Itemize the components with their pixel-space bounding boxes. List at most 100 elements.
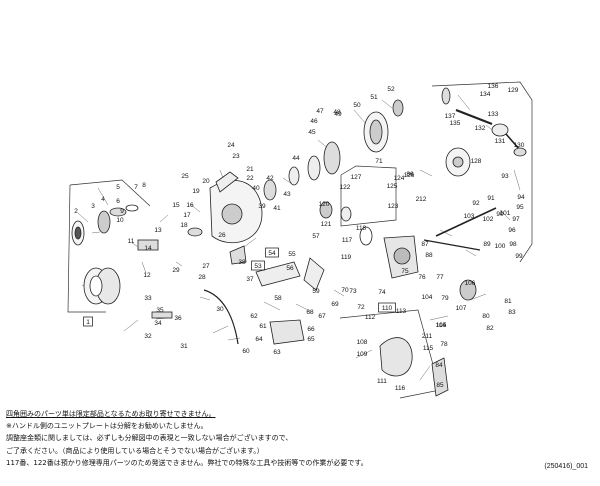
part-label: 49 (334, 111, 342, 118)
part-label: 57 (312, 233, 320, 240)
part-label: 10 (116, 217, 124, 224)
part-label: 212 (416, 196, 427, 203)
part-label: 84 (435, 362, 443, 369)
part-label: 64 (255, 336, 263, 343)
part-label: 136 (488, 83, 499, 90)
part-label: 135 (450, 120, 461, 127)
part-label: 48 (333, 109, 341, 116)
part-label: 63 (273, 349, 281, 356)
part-label: 104 (422, 294, 433, 301)
part-label: 131 (495, 138, 506, 145)
part-label: 76 (418, 274, 426, 281)
part-label: 119 (341, 254, 352, 261)
part-label: 3 (91, 203, 95, 210)
part-label: 80 (482, 313, 490, 320)
part-label: 97 (512, 216, 520, 223)
part-label: 69 (331, 301, 339, 308)
part-label: 100 (495, 243, 506, 250)
part-label: 51 (370, 94, 378, 101)
part-label: 112 (365, 314, 376, 321)
part-label: 95 (516, 204, 524, 211)
part-label: 73 (349, 288, 357, 295)
part-label: 124 (394, 175, 405, 182)
handle-part (441, 87, 527, 157)
part-label: 19 (192, 188, 200, 195)
part-label: 108 (357, 339, 368, 346)
part-label: 39 (258, 203, 266, 210)
part-label: 86 (406, 171, 414, 178)
part-label: 121 (321, 221, 332, 228)
part-label: 89 (483, 241, 491, 248)
part-label-box (265, 247, 279, 258)
boxed-part-label: 1 (86, 319, 90, 326)
part-label: 43 (283, 191, 291, 198)
part-label: 24 (227, 142, 235, 149)
bail-part (151, 257, 325, 345)
part-label: 13 (154, 227, 162, 234)
part-label: 122 (340, 184, 351, 191)
part-label: 98 (509, 241, 517, 248)
part-label-box (378, 302, 396, 313)
part-label: 15 (172, 202, 180, 209)
part-label: 46 (310, 118, 318, 125)
part-label: 42 (266, 175, 274, 182)
part-label: 85 (436, 382, 444, 389)
part-label: 91 (487, 195, 495, 202)
part-label: 5 (116, 184, 120, 191)
part-label-box (251, 260, 265, 271)
part-label: 93 (501, 173, 509, 180)
part-label-box (83, 316, 93, 327)
part-label: 14 (144, 245, 152, 252)
part-label: 92 (472, 200, 480, 207)
part-label: 82 (486, 325, 494, 332)
part-label: 21 (246, 166, 254, 173)
part-label: 17 (183, 212, 191, 219)
part-label: 105 (436, 322, 447, 329)
part-label: 99 (515, 253, 523, 260)
part-label: 28 (198, 274, 206, 281)
part-label: 29 (172, 267, 180, 274)
part-label: 137 (445, 113, 456, 120)
part-label: 102 (483, 216, 494, 223)
part-label: 26 (218, 232, 226, 239)
part-label: 59 (312, 288, 320, 295)
part-label: 16 (186, 202, 194, 209)
part-label: 38 (238, 259, 246, 266)
handle-assembly-frame (431, 81, 533, 263)
part-label: 90 (496, 211, 504, 218)
part-label: 61 (259, 323, 267, 330)
part-label: 9 (120, 208, 124, 215)
part-label: 41 (273, 205, 281, 212)
part-label: 83 (508, 309, 516, 316)
part-label: 27 (202, 263, 210, 270)
part-label: 44 (292, 155, 300, 162)
part-label: 211 (422, 333, 433, 340)
footnote-line: ご了承ください。（商品により使用している場合とそうでない場合がございます。） (6, 446, 264, 455)
part-label: 94 (517, 194, 525, 201)
part-label: 113 (396, 308, 407, 315)
document-code: (250416)_001 (544, 463, 588, 470)
part-label: 25 (181, 173, 189, 180)
part-label: 107 (456, 305, 467, 312)
part-label: 126 (404, 172, 415, 179)
part-label: 22 (246, 175, 254, 182)
part-label: 7 (134, 184, 138, 191)
part-label: 114 (436, 322, 447, 329)
part-label: 75 (401, 268, 409, 275)
part-label: 128 (471, 158, 482, 165)
part-label: 72 (357, 304, 365, 311)
spool-part (71, 204, 159, 305)
part-label: 45 (308, 129, 316, 136)
boxed-part-label: 54 (268, 250, 276, 257)
part-label: 11 (128, 238, 135, 245)
part-label: 4 (101, 196, 105, 203)
footnote-line: 調整座金類に関しましては、必ずしも分解図中の表現と一致しない場合がございますので… (6, 434, 293, 443)
part-label: 71 (375, 158, 383, 165)
part-label: 129 (508, 87, 519, 94)
part-label: 67 (318, 313, 326, 320)
part-label: 106 (465, 280, 476, 287)
part-label: 56 (286, 265, 294, 272)
part-label: 70 (341, 287, 349, 294)
part-label: 20 (202, 178, 210, 185)
